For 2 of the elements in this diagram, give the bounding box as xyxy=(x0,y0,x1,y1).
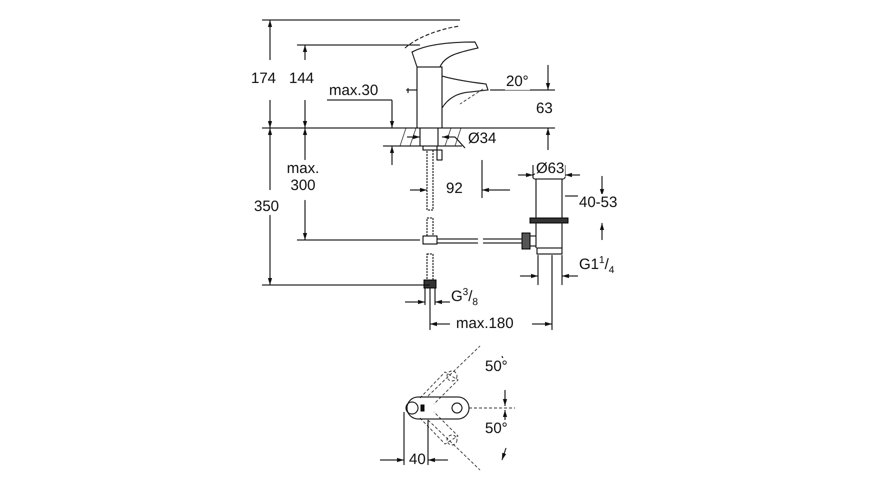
dimension-label: Ø63 xyxy=(535,160,566,177)
angle-label: 20° xyxy=(505,73,530,90)
